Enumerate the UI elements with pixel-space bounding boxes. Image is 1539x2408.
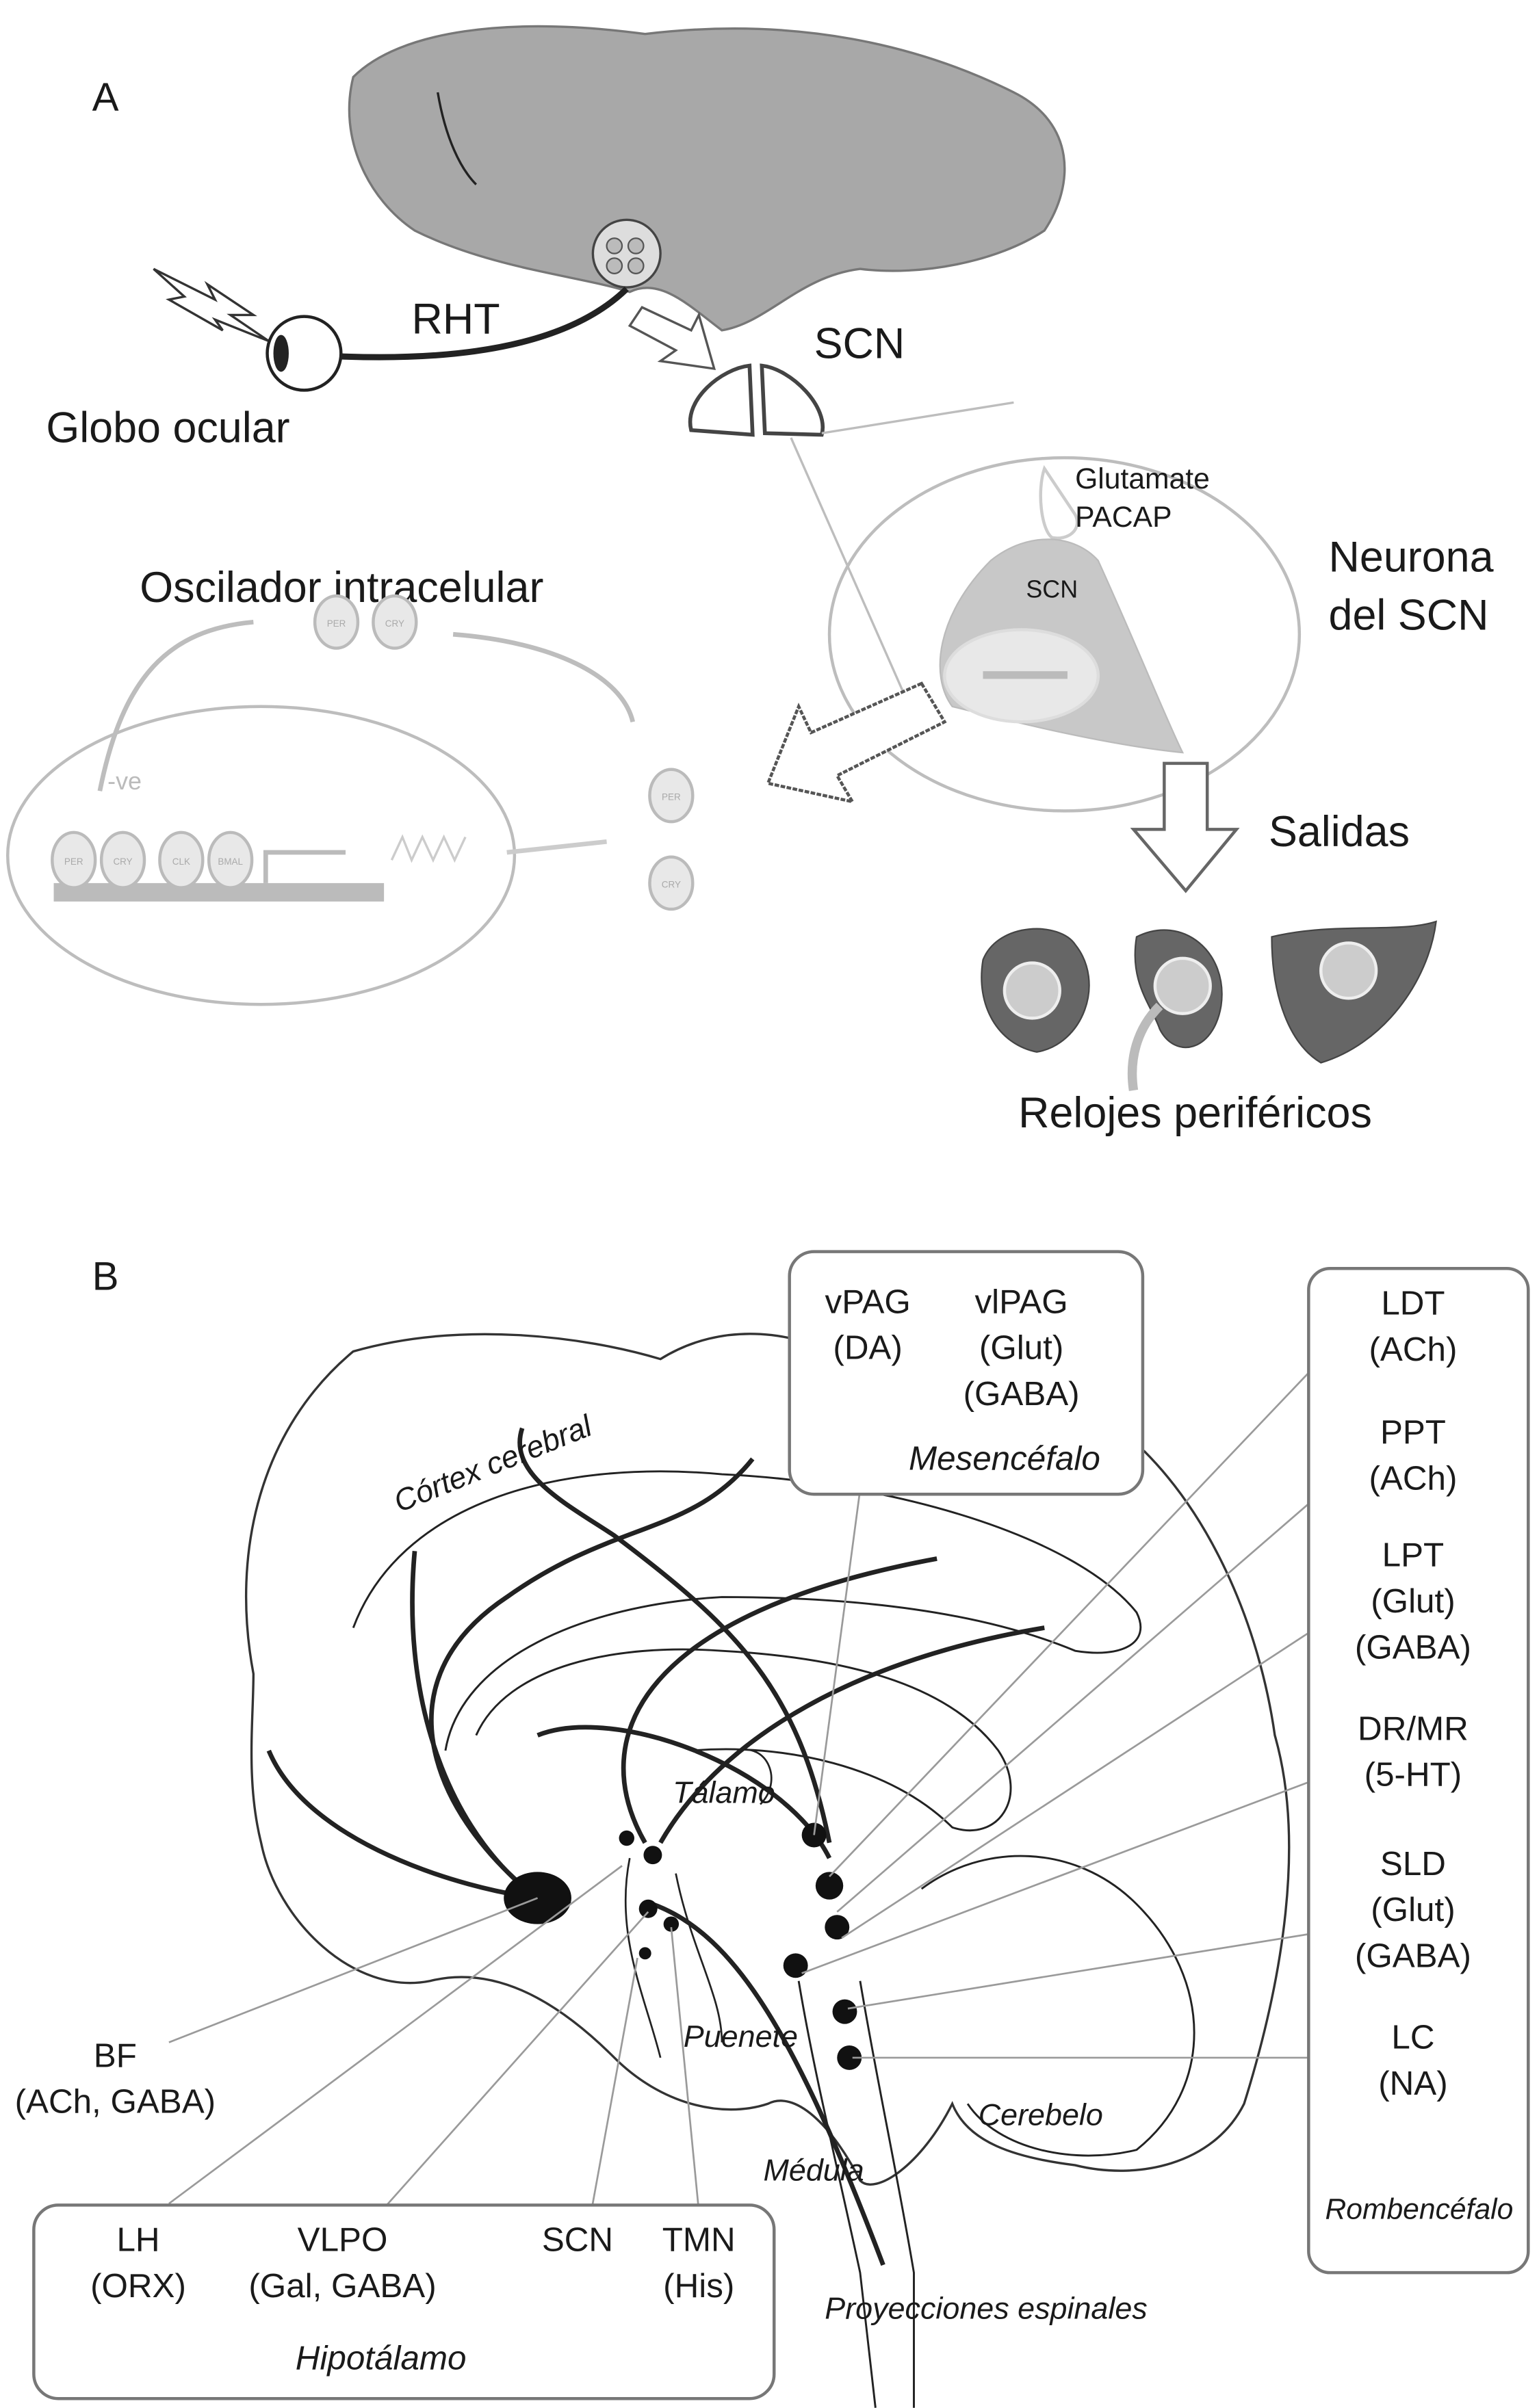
rht-label: RHT: [412, 295, 500, 343]
svg-text:CRY: CRY: [385, 618, 404, 629]
svg-text:PPT: PPT: [1380, 1413, 1446, 1451]
svg-text:(ACh): (ACh): [1369, 1459, 1457, 1497]
neuron-scn-label: SCN: [1026, 575, 1078, 603]
svg-text:(Gal, GABA): (Gal, GABA): [248, 2267, 436, 2305]
svg-text:(ORX): (ORX): [90, 2267, 186, 2305]
light-bolt-icon: [153, 267, 270, 343]
scn-label: SCN: [814, 319, 905, 367]
panel-b-letter: B: [92, 1255, 119, 1299]
svg-text:LH: LH: [116, 2221, 159, 2259]
panel-b: B: [15, 1250, 1530, 2408]
svg-text:DR/MR: DR/MR: [1358, 1710, 1469, 1747]
svg-text:CRY: CRY: [662, 880, 681, 890]
svg-text:Rombencéfalo: Rombencéfalo: [1325, 2193, 1513, 2226]
svg-text:(His): (His): [663, 2267, 734, 2305]
svg-text:TMN: TMN: [662, 2221, 736, 2259]
projection-fibers: [266, 1427, 1045, 2266]
svg-text:(GABA): (GABA): [1355, 1628, 1471, 1666]
panel-a: A RHT Globo ocular SCN Glutamate PACAP S…: [5, 25, 1494, 1137]
bf-nt-label: (ACh, GABA): [15, 2083, 216, 2121]
svg-text:(GABA): (GABA): [1355, 1937, 1471, 1975]
glutamate-label: Glutamate: [1075, 462, 1210, 495]
salidas-label: Salidas: [1269, 808, 1410, 856]
neurona-label-1: Neurona: [1329, 533, 1494, 581]
svg-text:LDT: LDT: [1381, 1285, 1445, 1322]
svg-text:(GABA): (GABA): [964, 1375, 1080, 1413]
svg-text:SCN: SCN: [542, 2221, 613, 2259]
svg-text:PER: PER: [662, 792, 681, 802]
pacap-label: PACAP: [1075, 501, 1172, 534]
relojes-label: Relojes periféricos: [1018, 1089, 1372, 1137]
svg-text:Hipotálamo: Hipotálamo: [296, 2340, 467, 2377]
zoom-arrow: [628, 306, 716, 371]
eyeball-icon: [266, 315, 343, 392]
medula-label: Médula: [764, 2153, 864, 2188]
rombencefalo-box: LDT (ACh) PPT (ACh) LPT (Glut) (GABA) DR…: [1307, 1267, 1530, 2275]
svg-text:SLD: SLD: [1380, 1845, 1446, 1883]
svg-text:(Glut): (Glut): [1371, 1582, 1455, 1620]
human-brain-outline: [244, 1333, 1291, 2186]
svg-text:(Glut): (Glut): [979, 1329, 1063, 1367]
svg-text:PER: PER: [327, 618, 346, 629]
cerebelo-label: Cerebelo: [979, 2097, 1103, 2132]
svg-text:CLK: CLK: [172, 856, 190, 867]
panel-a-letter: A: [92, 75, 119, 120]
per-cry-dimer: PER CRY: [313, 594, 418, 650]
scn-left: [688, 363, 755, 437]
svg-text:LC: LC: [1391, 2018, 1434, 2056]
bf-label: BF: [94, 2037, 137, 2074]
svg-text:(DA): (DA): [833, 1329, 902, 1367]
nucleus-ellipse: [5, 705, 517, 1006]
svg-text:(NA): (NA): [1378, 2065, 1447, 2102]
svg-text:LPT: LPT: [1382, 1536, 1445, 1574]
oscillator-arrow: [766, 681, 947, 804]
svg-text:CRY: CRY: [113, 856, 132, 867]
svg-text:(ACh): (ACh): [1369, 1331, 1457, 1368]
globo-ocular-label: Globo ocular: [46, 404, 289, 452]
neurona-label-2: del SCN: [1329, 592, 1489, 640]
promoter-complex: PER CRY CLK BMAL: [51, 830, 607, 902]
neuron-circle: [827, 456, 1302, 813]
mrna-wave: [390, 834, 467, 863]
negative-label: -ve: [107, 767, 142, 795]
svg-text:vlPAG: vlPAG: [974, 1283, 1068, 1320]
proyecciones-label: Proyecciones espinales: [825, 2291, 1147, 2326]
rht-tract: [341, 287, 629, 361]
svg-text:vPAG: vPAG: [825, 1283, 911, 1320]
svg-text:PER: PER: [64, 856, 83, 867]
svg-text:VLPO: VLPO: [298, 2221, 388, 2259]
outputs-arrow: [1130, 761, 1240, 893]
scn-right: [760, 363, 825, 437]
mesencefalo-box: vPAG (DA) vlPAG (Glut) (GABA) Mesencéfal…: [788, 1250, 1145, 1496]
puenete-label: Puenete: [684, 2019, 798, 2054]
talamo-label: Tálamo: [673, 1775, 775, 1809]
peripheral-clocks: [981, 920, 1437, 1091]
svg-text:(5-HT): (5-HT): [1365, 1756, 1462, 1794]
scn-cluster-icon: [591, 218, 662, 289]
hipotalamo-box: LH (ORX) VLPO (Gal, GABA) SCN TMN (His) …: [32, 2203, 776, 2400]
svg-text:(Glut): (Glut): [1371, 1891, 1455, 1928]
rat-brain: [348, 25, 1066, 332]
svg-text:BMAL: BMAL: [218, 856, 243, 867]
svg-text:Mesencéfalo: Mesencéfalo: [909, 1439, 1100, 1477]
